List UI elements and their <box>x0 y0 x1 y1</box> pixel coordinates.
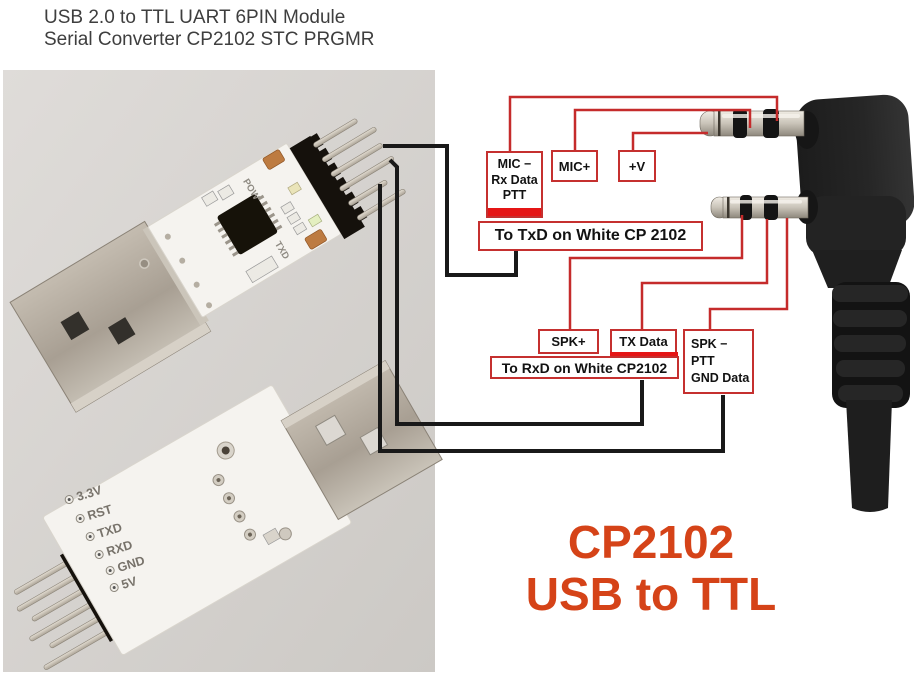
pin-label-5v: 5V <box>120 574 139 592</box>
wire-pin-to-txd-note <box>383 144 518 277</box>
wire-pin-to-gnd-box <box>378 184 725 453</box>
usb-shell-hole <box>314 414 347 447</box>
radio-connector-photo <box>699 94 914 512</box>
header-pins <box>14 560 110 670</box>
cable <box>846 400 892 512</box>
led <box>287 181 302 196</box>
wire-pin-to-rxd-note <box>388 158 644 426</box>
wire-mic-minus-to-plug <box>508 95 779 152</box>
black-wires <box>378 144 725 453</box>
usb-module-top-photo: POW TXD <box>9 118 406 413</box>
usb-shell-hole <box>60 311 90 341</box>
pin-label-txd: TXD <box>96 520 124 541</box>
cp2102-ic-chip <box>217 194 278 255</box>
usb-shell-hole <box>108 317 136 345</box>
plug-2-5mm <box>710 195 809 220</box>
plug-3-5mm <box>699 109 805 138</box>
capacitor <box>304 229 327 250</box>
red-wires <box>508 95 789 330</box>
pin-header <box>289 135 365 240</box>
wire-spk-minus-to-plug <box>708 218 789 330</box>
wire-mic-plus-to-plug <box>573 108 752 151</box>
led <box>307 213 323 228</box>
capacitor <box>262 149 285 170</box>
solder-pads <box>212 474 292 546</box>
wire-plus-v-to-plug <box>631 131 708 151</box>
wire-tx-data-to-plug <box>640 219 769 330</box>
wire-spk-plus-to-plug <box>568 215 744 330</box>
